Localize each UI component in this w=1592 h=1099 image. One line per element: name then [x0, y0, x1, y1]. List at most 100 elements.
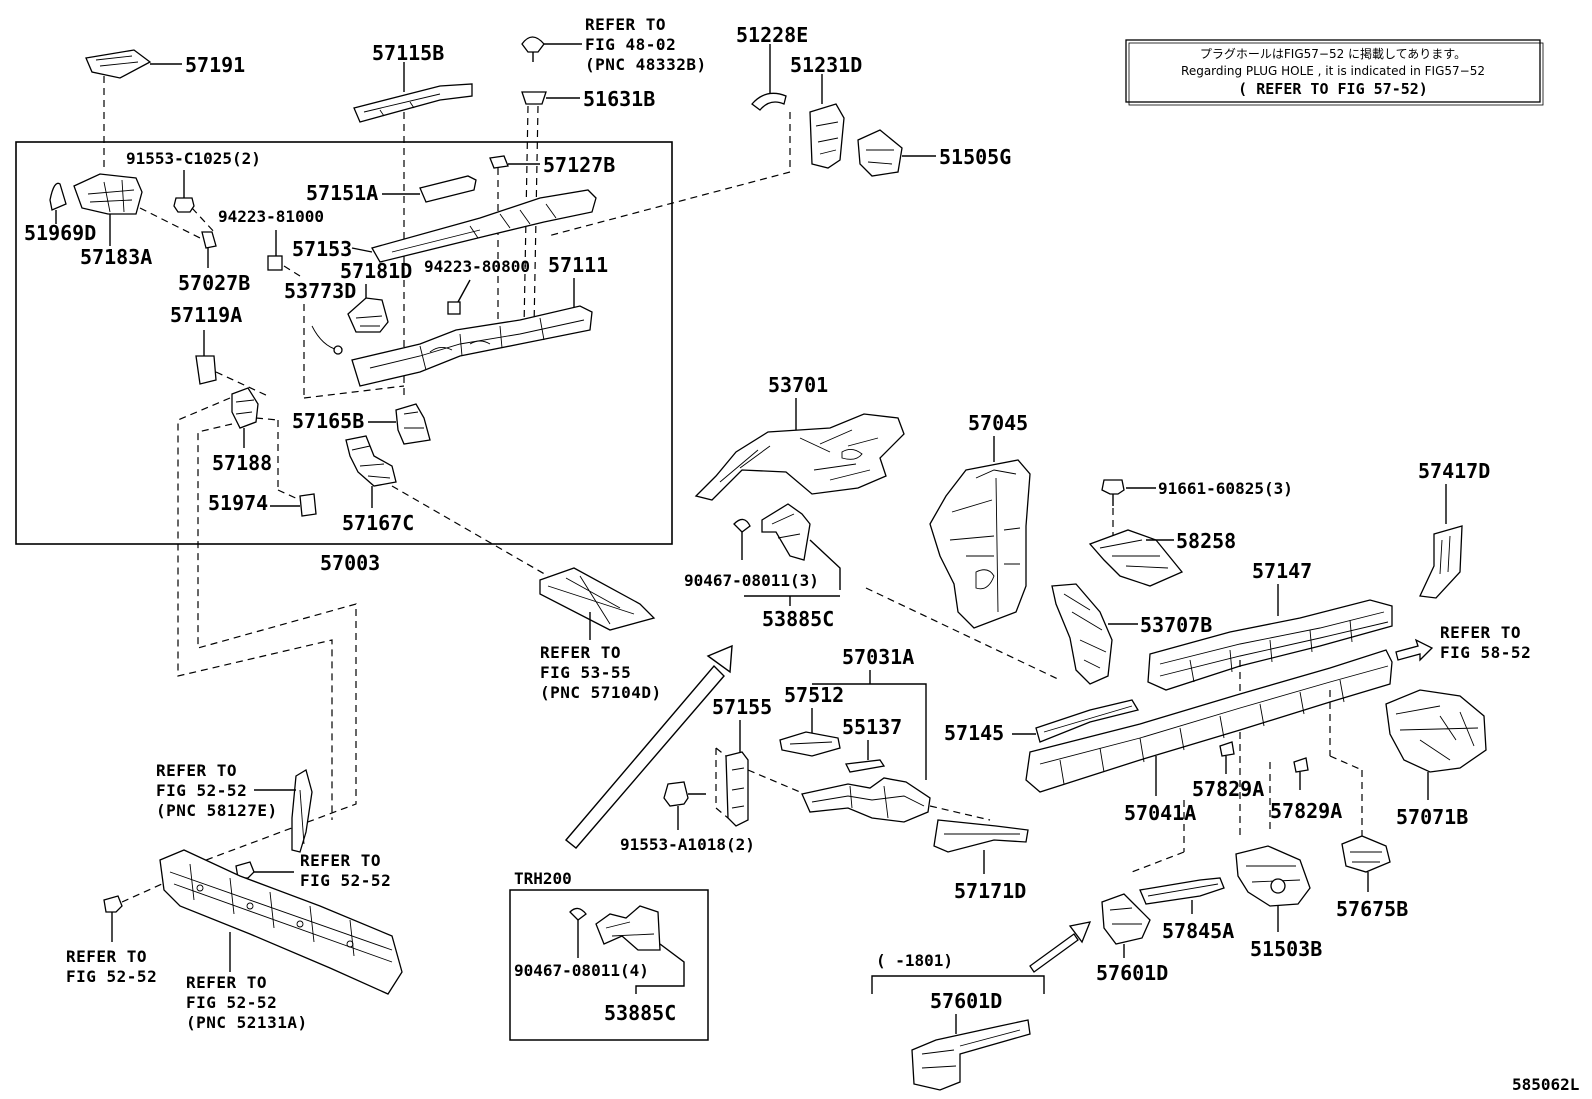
ref-52-52-a-line3[interactable]: (PNC 58127E) [156, 801, 278, 820]
label-51505G[interactable]: 51505G [939, 145, 1011, 169]
part-57829A-1[interactable] [1219, 741, 1235, 757]
ref-53-55-line3[interactable]: (PNC 57104D) [540, 683, 662, 702]
part-51228E[interactable] [751, 92, 787, 111]
part-clip-90467[interactable] [733, 518, 751, 533]
label-57145[interactable]: 57145 [944, 721, 1004, 745]
ref-48-02-line1[interactable]: REFER TO [585, 15, 666, 34]
ref-52-52-d-line2[interactable]: FIG 52-52 [186, 993, 277, 1012]
part-clip-90467-trh[interactable] [569, 907, 587, 921]
label-57188[interactable]: 57188 [212, 451, 272, 475]
label-57071B[interactable]: 57071B [1396, 805, 1468, 829]
part-57111[interactable] [351, 305, 593, 387]
label-51228E[interactable]: 51228E [736, 23, 808, 47]
label-51974[interactable]: 51974 [208, 491, 268, 515]
label-57153[interactable]: 57153 [292, 237, 352, 261]
label-57003[interactable]: 57003 [320, 551, 380, 575]
label-53707B[interactable]: 53707B [1140, 613, 1212, 637]
part-51969D[interactable] [49, 182, 67, 211]
part-57151A[interactable] [419, 175, 477, 203]
part-57181D[interactable] [347, 297, 389, 333]
label-57675B[interactable]: 57675B [1336, 897, 1408, 921]
label-57845A[interactable]: 57845A [1162, 919, 1234, 943]
label-51503B[interactable]: 51503B [1250, 937, 1322, 961]
ref-58-52-line1[interactable]: REFER TO [1440, 623, 1521, 642]
ref-52-52-d-line1[interactable]: REFER TO [186, 973, 267, 992]
part-51503B[interactable] [1235, 845, 1311, 907]
part-57119A[interactable] [195, 355, 217, 385]
part-57041A[interactable] [1025, 649, 1393, 793]
part-57167C[interactable] [345, 435, 397, 487]
label-51231D[interactable]: 51231D [790, 53, 862, 77]
part-57601D-1[interactable] [1101, 893, 1151, 945]
part-57145[interactable] [1035, 699, 1140, 743]
ref-48-02-line3[interactable]: (PNC 48332B) [585, 55, 707, 74]
label-57155[interactable]: 57155 [712, 695, 772, 719]
label-57151A[interactable]: 57151A [306, 181, 378, 205]
label-91661-60825[interactable]: 91661-60825(3) [1158, 479, 1293, 498]
label-90467-08011-3[interactable]: 90467-08011(3) [684, 571, 819, 590]
label-57115B[interactable]: 57115B [372, 41, 444, 65]
part-57031A[interactable] [801, 777, 931, 823]
part-57188[interactable] [231, 387, 259, 429]
part-bolt-91553-C1025[interactable] [173, 197, 195, 213]
label-51631B[interactable]: 51631B [583, 87, 655, 111]
label-trh200[interactable]: TRH200 [514, 869, 572, 888]
part-ref-57104D[interactable] [539, 567, 656, 631]
part-bolt-91661[interactable] [1101, 479, 1125, 495]
label-57127B[interactable]: 57127B [543, 153, 615, 177]
part-57171D[interactable] [933, 819, 1029, 853]
part-53707B[interactable] [1051, 583, 1113, 685]
label-51969D[interactable]: 51969D [24, 221, 96, 245]
part-53885C-trh[interactable] [595, 905, 661, 951]
label-57183A[interactable]: 57183A [80, 245, 152, 269]
part-55137[interactable] [845, 759, 886, 773]
part-57027B[interactable] [201, 231, 217, 249]
label-57031A[interactable]: 57031A [842, 645, 914, 669]
part-51631B[interactable] [521, 91, 547, 105]
part-57165B[interactable] [395, 403, 431, 445]
part-nut-94223-80800[interactable] [447, 301, 461, 315]
part-bolt-91553-A1018[interactable] [663, 781, 689, 807]
part-51231D[interactable] [809, 103, 845, 169]
label-91553-C1025[interactable]: 91553-C1025(2) [126, 149, 261, 168]
ref-52-52-a-line1[interactable]: REFER TO [156, 761, 237, 780]
part-bolt-ref-52-52-c[interactable] [103, 895, 123, 913]
label-57111[interactable]: 57111 [548, 253, 608, 277]
part-cap-48332B[interactable] [521, 36, 545, 53]
part-57147[interactable] [1147, 599, 1393, 691]
part-57045[interactable] [929, 459, 1031, 629]
label-57167C[interactable]: 57167C [342, 511, 414, 535]
label-55137[interactable]: 55137 [842, 715, 902, 739]
part-57845A[interactable] [1139, 877, 1225, 905]
label-53885C-trh[interactable]: 53885C [604, 1001, 676, 1025]
label-57181D[interactable]: 57181D [340, 259, 412, 283]
part-nut-94223-81000[interactable] [267, 255, 283, 271]
part-53885C[interactable] [761, 503, 811, 561]
label-57829A-1[interactable]: 57829A [1192, 777, 1264, 801]
ref-48-02-line2[interactable]: FIG 48-02 [585, 35, 676, 54]
label-57027B[interactable]: 57027B [178, 271, 250, 295]
label-57601D-2[interactable]: 57601D [930, 989, 1002, 1013]
ref-52-52-b-line2[interactable]: FIG 52-52 [300, 871, 391, 890]
label-53701[interactable]: 53701 [768, 373, 828, 397]
label-90467-08011-4[interactable]: 90467-08011(4) [514, 961, 649, 980]
part-51974[interactable] [299, 493, 317, 517]
part-57115B[interactable] [353, 83, 473, 123]
part-57127B[interactable] [489, 155, 509, 169]
part-57512[interactable] [779, 731, 841, 757]
label-53773D[interactable]: 53773D [284, 279, 356, 303]
label-57119A[interactable]: 57119A [170, 303, 242, 327]
ref-52-52-c-line1[interactable]: REFER TO [66, 947, 147, 966]
label-57417D[interactable]: 57417D [1418, 459, 1490, 483]
label-57512[interactable]: 57512 [784, 683, 844, 707]
label-53885C[interactable]: 53885C [762, 607, 834, 631]
ref-52-52-c-line2[interactable]: FIG 52-52 [66, 967, 157, 986]
part-57829A-2[interactable] [1293, 757, 1309, 773]
label-58258[interactable]: 58258 [1176, 529, 1236, 553]
ref-58-52-line2[interactable]: FIG 58-52 [1440, 643, 1531, 662]
label-57041A[interactable]: 57041A [1124, 801, 1196, 825]
label-91553-A1018[interactable]: 91553-A1018(2) [620, 835, 755, 854]
part-57601D-2[interactable] [911, 1019, 1031, 1091]
part-57675B[interactable] [1341, 835, 1391, 873]
part-53701[interactable] [694, 413, 905, 501]
